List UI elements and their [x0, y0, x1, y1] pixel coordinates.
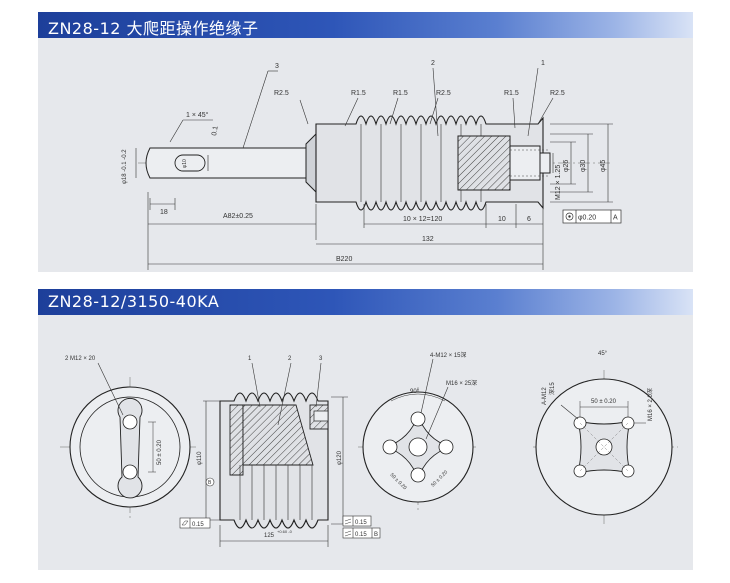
label-m16-25: M16 × 25深 [446, 379, 477, 387]
label-d26: φ26 [563, 160, 570, 172]
label-angle90: 90° [410, 389, 420, 395]
label-flat-tol: 0.15 [192, 522, 204, 528]
end-view-square-pattern [533, 370, 678, 525]
label-m16-20: M16 × 2.0深 [646, 388, 654, 421]
label-part-2: 2 [431, 60, 435, 67]
end-view-left [60, 362, 198, 520]
label-part-1: 1 [541, 60, 545, 67]
label-m12-15: 4-M12 × 15深 [430, 351, 467, 359]
section-view [179, 362, 381, 547]
label-r25-mid: R2.5 [436, 90, 451, 97]
label-d45: φ45 [600, 160, 607, 172]
header-gradient [38, 12, 693, 38]
label-length-tol: +0.60 -0 [277, 529, 293, 534]
insulator-elevation-drawing: 3 2 1 1 × 45° R2.5 R1.5 R1.5 R2.5 R1.5 R… [122, 60, 622, 270]
label-dim-b220: B220 [336, 256, 352, 263]
section-1-title: ZN28-12 大爬距操作绝缘子 [48, 19, 259, 38]
label-deep15: 深15 [548, 382, 556, 395]
metal-shaft [145, 147, 307, 179]
label-d120: φ120 [337, 450, 343, 465]
header-gradient [38, 289, 693, 315]
label-angle45: 45° [598, 351, 608, 357]
label-r15-1: R1.5 [351, 90, 366, 97]
label-d30: φ30 [580, 160, 587, 172]
insulator-elevation-panel: 3 2 1 1 × 45° R2.5 R1.5 R1.5 R2.5 R1.5 R… [38, 38, 693, 272]
dimension-lines [135, 67, 613, 270]
label-r15-3: R1.5 [504, 90, 519, 97]
label-par-tol-b: 0.15 [355, 532, 367, 538]
label-shaft-dia: φ18 -0.1 -0.2 [122, 149, 128, 184]
label-slot: φ10 [182, 159, 188, 168]
label-tol-ref: A [613, 215, 618, 222]
label-thread: M12 × 1.25 [555, 165, 562, 200]
label-par-ref: B [374, 532, 378, 538]
label-dim-6: 6 [527, 216, 531, 223]
insulator-views-drawing: 2 M12 × 20 50 ± 0.20 1 2 3 φ110 φ120 B 1… [60, 351, 678, 547]
label-m12-20: 2 M12 × 20 [65, 356, 96, 362]
shaft-slot [174, 154, 206, 172]
label-r25-left: R2.5 [274, 90, 289, 97]
label-s2-part-3: 3 [319, 356, 323, 362]
label-dim-a: A82±0.25 [223, 213, 253, 220]
label-d110: φ110 [197, 451, 203, 465]
section-2-header: ZN28-12/3150-40KA [38, 289, 693, 315]
label-flat: 0.1 [211, 125, 220, 136]
section-2-title: ZN28-12/3150-40KA [48, 292, 220, 311]
label-dim-10: 10 [498, 216, 506, 223]
label-pitch: 10 × 12=120 [403, 216, 442, 223]
label-ref-b: B [208, 480, 212, 486]
position-tolerance-frame [562, 209, 622, 224]
label-tol-value: φ0.20 [578, 215, 596, 222]
label-part-3: 3 [275, 63, 279, 70]
end-view-four-holes [358, 358, 478, 510]
label-dim-132: 132 [422, 236, 434, 243]
label-a-m12: A-M12 [542, 387, 548, 405]
label-par-tol: 0.15 [355, 520, 367, 526]
label-length125: 125 [264, 533, 275, 539]
insulator-views-panel: 2 M12 × 20 50 ± 0.20 1 2 3 φ110 φ120 B 1… [38, 315, 693, 570]
label-slot-length: 18 [160, 209, 168, 216]
section-1-header: ZN28-12 大爬距操作绝缘子 [38, 12, 693, 38]
label-s2-part-2: 2 [288, 356, 292, 362]
label-s2-part-1: 1 [248, 356, 252, 362]
label-chamfer: 1 × 45° [186, 111, 209, 119]
label-dim50-right: 50 ± 0.20 [591, 399, 617, 405]
label-r15-2: R1.5 [393, 90, 408, 97]
label-dim50-left: 50 ± 0.20 [157, 439, 163, 465]
insert-right [457, 135, 551, 191]
label-r25-right: R2.5 [550, 90, 565, 97]
